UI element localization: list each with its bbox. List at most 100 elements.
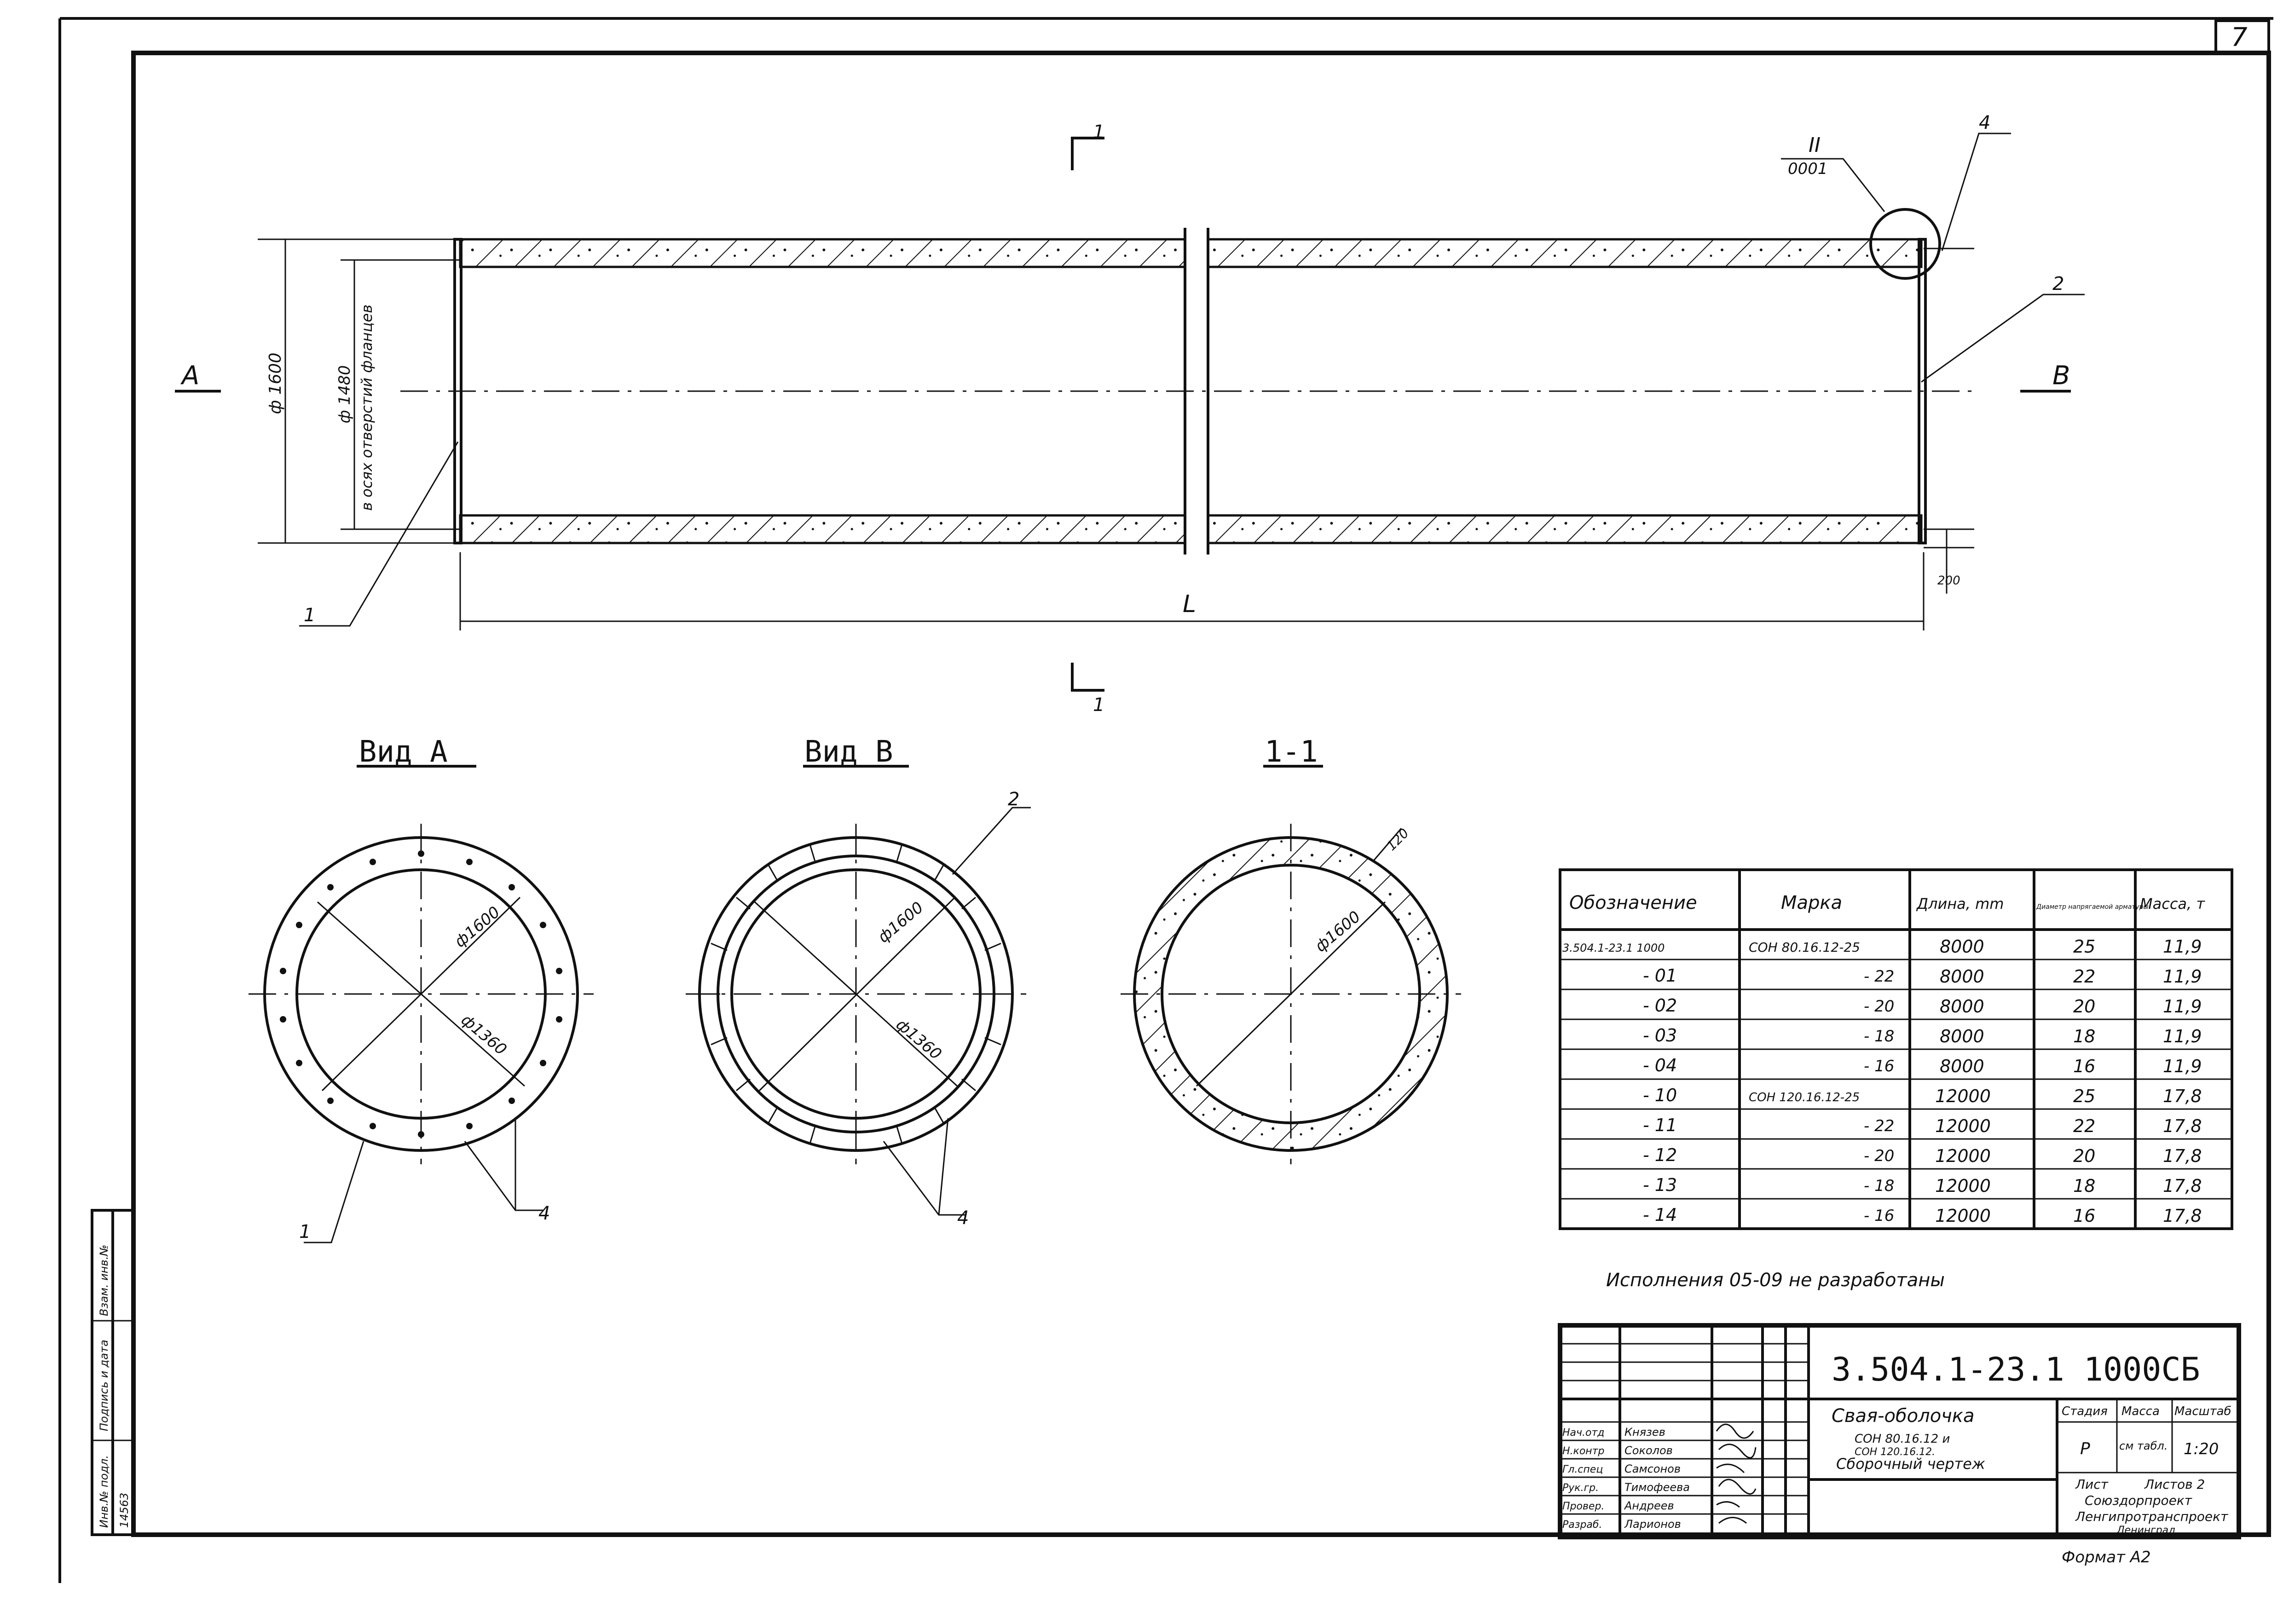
detail-ref: 0001 — [1788, 160, 1828, 178]
cell-length: 8000 — [1940, 966, 1984, 987]
section-title: 1-1 — [1265, 735, 1318, 769]
role-5: Провер. — [1562, 1501, 1604, 1512]
cell-rebar: 25 — [2073, 1086, 2095, 1106]
dim-end-offset: 200 — [1937, 574, 1960, 588]
cell-length: 12000 — [1935, 1116, 1991, 1136]
cell-length: 12000 — [1935, 1146, 1991, 1166]
cell-designation: - 10 — [1643, 1085, 1677, 1105]
leader-4: 4 — [1979, 112, 1990, 133]
cell-designation: - 04 — [1643, 1055, 1677, 1075]
section-mark-bottom: 1 — [1093, 694, 1104, 716]
stamp-col-2: Подпись и дата — [98, 1340, 110, 1431]
view-a-title: Вид А — [359, 735, 448, 769]
cell-rebar: 16 — [2073, 1206, 2095, 1226]
view-b-leader-2: 2 — [1008, 789, 1019, 810]
cell-mass: 11,9 — [2163, 1026, 2202, 1046]
section-1-1 — [1121, 765, 1461, 1164]
detail-roman: II — [1809, 133, 1821, 157]
cell-mass: 11,9 — [2163, 966, 2202, 987]
pile-elevation — [175, 133, 2085, 692]
cell-length: 8000 — [1940, 996, 1984, 1017]
cell-designation: - 13 — [1643, 1175, 1677, 1195]
cell-length: 12000 — [1935, 1206, 1991, 1226]
cell-length: 12000 — [1935, 1176, 1991, 1196]
spec-table-rows: 3.504.1-23.1 1000 СОН 80.16.12-25 8000 2… — [1562, 936, 2202, 1226]
cell-designation: - 11 — [1643, 1115, 1677, 1135]
view-a-leader-1: 1 — [299, 1221, 311, 1243]
anchor-pockets — [702, 838, 1010, 1150]
view-arrow-b-label: В — [2052, 361, 2070, 391]
mass-label: Масса — [2121, 1404, 2160, 1418]
table-row: 3.504.1-23.1 1000 СОН 80.16.12-25 8000 2… — [1562, 936, 2202, 957]
view-b-dia-1360: ф1360 — [892, 1015, 945, 1063]
cell-mark: - 22 — [1864, 967, 1894, 986]
stamp-inv: 14563 — [118, 1493, 131, 1528]
org-1: Союздорпроект — [2085, 1493, 2192, 1508]
table-row: - 12 - 20 12000 20 17,8 — [1643, 1145, 2202, 1166]
leader-1: 1 — [304, 605, 315, 626]
cell-mark: - 18 — [1864, 1177, 1894, 1195]
cell-mass: 17,8 — [2163, 1116, 2202, 1136]
cell-designation: - 02 — [1643, 995, 1677, 1016]
cell-rebar: 20 — [2073, 996, 2095, 1017]
table-row: - 13 - 18 12000 18 17,8 — [1643, 1175, 2202, 1196]
cell-rebar: 16 — [2073, 1056, 2095, 1076]
doc-code: 3.504.1-23.1 1000СБ — [1832, 1351, 2200, 1388]
view-arrow-a-label: А — [180, 361, 199, 391]
scale-value: 1:20 — [2184, 1440, 2219, 1458]
cell-designation: - 12 — [1643, 1145, 1677, 1165]
section-mark-top: 1 — [1093, 121, 1104, 143]
table-row: - 03 - 18 8000 18 11,9 — [1643, 1025, 2202, 1046]
view-b-title: Вид В — [804, 735, 893, 769]
view-b-leader-4: 4 — [957, 1208, 969, 1229]
name-3: Самсонов — [1624, 1462, 1681, 1475]
cell-rebar: 22 — [2073, 966, 2095, 987]
header-mass: Масса, т — [2140, 895, 2205, 913]
mass-value: см табл. — [2119, 1439, 2168, 1452]
cell-rebar: 22 — [2073, 1116, 2095, 1136]
cell-designation: - 01 — [1643, 965, 1677, 986]
leader-2: 2 — [2052, 273, 2064, 295]
cell-mark: - 22 — [1864, 1117, 1894, 1135]
doc-marks-1: СОН 80.16.12 и — [1855, 1432, 1950, 1446]
name-6: Ларионов — [1624, 1518, 1681, 1531]
header-mark: Марка — [1781, 892, 1842, 913]
spec-table — [1559, 868, 2233, 1230]
flange-holes — [280, 850, 562, 1138]
cell-rebar: 20 — [2073, 1146, 2095, 1166]
elevation-labels: 1 1 А В II 0001 ф 1600 ф 1480 в осях отв… — [180, 112, 2070, 716]
cell-mark: СОН 120.16.12-25 — [1749, 1091, 1860, 1104]
sheet-label: Лист — [2075, 1477, 2109, 1492]
stamp-col-3: Взам. инв.№ — [98, 1245, 110, 1316]
doc-name: Свая-оболочка — [1832, 1405, 1974, 1427]
cell-mark: - 20 — [1864, 1147, 1894, 1165]
view-a-leader-4: 4 — [538, 1203, 550, 1224]
stamp-col-1: Инв.№ подл. — [98, 1455, 110, 1528]
cell-mass: 17,8 — [2163, 1086, 2202, 1106]
side-stamp — [91, 1209, 135, 1536]
stage-label: Стадия — [2062, 1404, 2108, 1418]
header-rebar-diameter: Диаметр напрягаемой арматуры — [2036, 903, 2149, 911]
spec-table-headers: Обозначение Марка Длина, mm Диаметр напр… — [1569, 892, 2205, 913]
org-3: Ленинград — [2116, 1525, 2175, 1536]
cell-mark: - 18 — [1864, 1027, 1894, 1046]
view-a — [249, 765, 594, 1243]
title-block-text: 3.504.1-23.1 1000СБ Свая-оболочка СОН 80… — [1562, 1351, 2231, 1566]
cell-rebar: 18 — [2073, 1176, 2095, 1196]
table-row: - 10 СОН 120.16.12-25 12000 25 17,8 — [1643, 1085, 2202, 1106]
dim-outer-diameter: ф 1600 — [266, 353, 285, 414]
sheet-frame — [58, 17, 2273, 1583]
table-row: - 14 - 16 12000 16 17,8 — [1643, 1205, 2202, 1226]
cell-length: 8000 — [1940, 1056, 1984, 1076]
variants-note: Исполнения 05-09 не разработаны — [1606, 1270, 1945, 1291]
cell-mass: 17,8 — [2163, 1176, 2202, 1196]
dim-length: L — [1183, 590, 1196, 618]
role-1: Нач.отд — [1562, 1427, 1605, 1439]
cell-designation: - 03 — [1643, 1025, 1677, 1046]
sheet-number: 7 — [2231, 23, 2248, 52]
format-label: Формат А2 — [2062, 1548, 2151, 1566]
doc-marks-2: СОН 120.16.12. — [1855, 1446, 1935, 1458]
cell-length: 12000 — [1935, 1086, 1991, 1106]
name-2: Соколов — [1624, 1444, 1673, 1457]
